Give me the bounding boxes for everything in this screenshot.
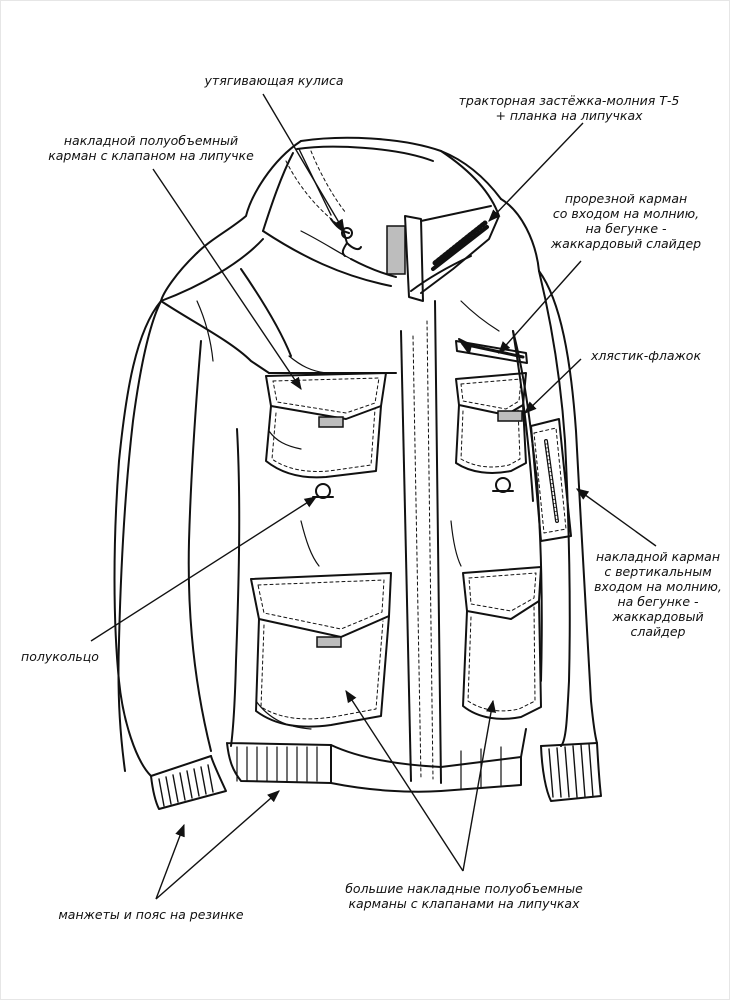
collar-zipper xyxy=(404,205,492,302)
label-flag-tab: хлястик-флажок xyxy=(590,348,702,363)
right-chest-pocket xyxy=(455,372,527,474)
half-rings xyxy=(312,477,514,499)
label-big-pockets: большие накладные полуобъемные карманы с… xyxy=(345,881,583,911)
label-sleeve-pocket: накладной карман с вертикальным входом н… xyxy=(594,549,722,639)
jacket-body xyxy=(117,198,571,772)
label-welt-pocket: прорезной карман со входом на молнию, на… xyxy=(550,191,702,251)
left-big-pocket xyxy=(250,572,392,730)
front-placket xyxy=(400,300,442,784)
label-chest-pocket: накладной полуобъемный карман с клапаном… xyxy=(48,133,254,163)
label-drawstring: утягивающая кулиса xyxy=(204,73,344,88)
label-half-ring: полукольцо xyxy=(21,649,99,664)
left-sleeve xyxy=(113,300,227,810)
pointer-lines xyxy=(90,93,657,900)
label-cuffs-waist: манжеты и пояс на резинке xyxy=(58,907,244,922)
label-tractor-zipper: тракторная застёжка-молния Т-5 + планка … xyxy=(458,93,680,123)
left-chest-pocket xyxy=(265,372,387,479)
fold-lines xyxy=(196,300,500,567)
sleeve-zip-pocket xyxy=(530,418,572,542)
label-patches xyxy=(316,225,523,648)
right-big-pocket xyxy=(462,566,542,720)
